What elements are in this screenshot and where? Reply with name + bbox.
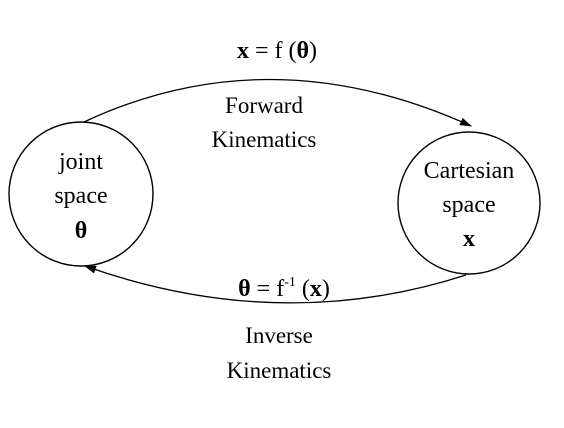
cartesian-space-label-line2: space xyxy=(442,192,495,218)
forward-label-line2: Kinematics xyxy=(212,127,317,152)
inverse-eq-sup: -1 xyxy=(284,275,296,290)
forward-eq-close: ) xyxy=(309,38,317,64)
forward-eq-var: x xyxy=(237,38,249,64)
joint-space-node: joint space θ xyxy=(8,121,154,267)
forward-eq-arg: θ xyxy=(297,38,310,64)
joint-space-label-line1: joint xyxy=(58,149,103,175)
inverse-eq-mid: = f xyxy=(251,276,285,302)
inverse-label-line1: Inverse xyxy=(245,323,313,348)
inverse-eq-open: ( xyxy=(296,276,310,302)
forward-label-line1: Forward xyxy=(225,93,303,118)
forward-equation: x = f (θ) xyxy=(237,38,317,64)
forward-kinematics-arrow xyxy=(83,78,472,127)
forward-eq-mid: = f ( xyxy=(249,38,297,64)
inverse-eq-arg: x xyxy=(310,276,322,302)
inverse-equation: θ = f-1 (x) xyxy=(238,275,330,302)
joint-space-label-line2: space xyxy=(54,183,107,209)
joint-space-symbol: θ xyxy=(75,218,88,244)
inverse-label-line2: Kinematics xyxy=(227,358,332,383)
inverse-kinematics-arrow xyxy=(84,265,467,304)
inverse-eq-close: ) xyxy=(322,276,330,302)
joint-space-circle xyxy=(8,121,154,267)
cartesian-space-node: Cartesian space x xyxy=(397,131,541,275)
cartesian-space-label-line1: Cartesian xyxy=(424,158,515,184)
inverse-eq-var: θ xyxy=(238,276,251,302)
cartesian-space-circle xyxy=(397,131,541,275)
cartesian-space-symbol: x xyxy=(463,226,475,252)
